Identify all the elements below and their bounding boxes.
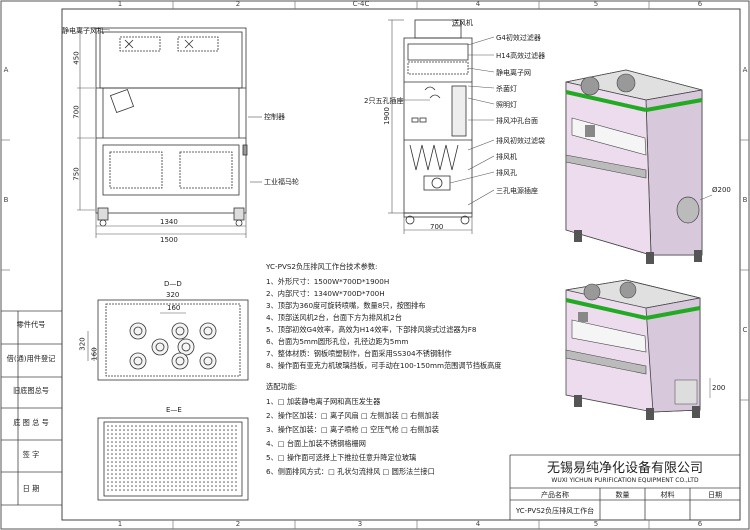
dim-200: 200 bbox=[712, 384, 726, 392]
side-label-borrowed: 借(通)用件登记 bbox=[6, 354, 56, 363]
company-name-cn: 无锡易纯净化设备有限公司 bbox=[546, 461, 703, 476]
callout-uv-lamp: 杀菌灯 bbox=[496, 85, 517, 93]
company-name-en: WUXI YICHUN PURIFICATION EQUIPMENT CO.,L… bbox=[551, 477, 699, 484]
dim-1500: 1500 bbox=[160, 236, 178, 244]
callout-caster: 工业福马轮 bbox=[264, 178, 299, 186]
frame-col-5: 5 bbox=[593, 0, 599, 8]
frame-col-1: 1 bbox=[117, 0, 123, 8]
spec-line: 8、操作面有亚克力机玻璃挡板，可手动在100-150mm范围调节挡板高度 bbox=[266, 361, 502, 370]
callout-outlets: 2只五孔插座 bbox=[364, 97, 404, 105]
side-label-part-code: 零件代号 bbox=[16, 320, 46, 329]
frame-col-3-bottom: 3 bbox=[357, 520, 363, 528]
spec-line: 3、顶部为360度可旋转喷嘴，数量8只，按图排布 bbox=[266, 301, 426, 310]
callout-g4-filter: G4初效过滤器 bbox=[496, 34, 541, 42]
header-material: 材料 bbox=[660, 491, 675, 499]
dim-dd-160-left: 160 bbox=[90, 347, 99, 361]
spec-line: 6、台面为5mm圆形孔位，孔径边距为5mm bbox=[266, 337, 409, 346]
frame-row-b: B bbox=[3, 196, 9, 204]
product-name: YC-PVS2负压排风工作台 bbox=[515, 507, 595, 515]
frame-row-a-right: A bbox=[742, 66, 748, 74]
callout-exhaust-filter-bag: 排风初效过滤袋 bbox=[496, 137, 545, 145]
callout-ion-mesh: 静电离子网 bbox=[496, 69, 531, 77]
frame-col-5-bottom: 5 bbox=[593, 520, 599, 528]
frame-col-6: 6 bbox=[697, 0, 703, 8]
spec-line: 5、顶部初效G4效率，高效为H14效率，下部排风袋式过滤器为F8 bbox=[266, 325, 477, 334]
callout-perforated-table: 排风冲孔台面 bbox=[496, 117, 538, 125]
dim-dd-320-left: 320 bbox=[78, 337, 87, 351]
header-quantity: 数量 bbox=[615, 491, 630, 499]
iso-view-bottom bbox=[565, 279, 711, 420]
front-view bbox=[95, 27, 248, 227]
frame-col-2: 2 bbox=[235, 0, 241, 8]
header-product-name: 产品名称 bbox=[541, 491, 569, 499]
side-label-drawing-no: 底 图 总 号 bbox=[13, 418, 49, 427]
callout-light: 照明灯 bbox=[496, 101, 517, 109]
option-line: 2、操作区加装：□ 离子风扇 □ 左侧加装 □ 右侧加装 bbox=[266, 411, 439, 420]
option-line: 4、□ 台面上加装不锈钢格栅网 bbox=[266, 439, 366, 448]
dim-dia-200: Ø200 bbox=[712, 186, 731, 194]
callout-supply-fan: 送风机 bbox=[452, 19, 473, 27]
callout-ion-fan: 静电离子风机 bbox=[62, 27, 104, 35]
callout-power-socket: 三孔电源插座 bbox=[496, 187, 538, 195]
section-dd bbox=[97, 299, 249, 381]
option-line: 6、侧面排风方式：□ 孔状匀流排风 □ 圆形法兰接口 bbox=[266, 467, 435, 476]
side-view bbox=[403, 19, 473, 225]
spec-line: 2、内部尺寸：1340W*700D*700H bbox=[266, 289, 385, 298]
spec-line: 7、整体材质：钢板喷塑制作，台面采用SS304不锈钢制作 bbox=[266, 349, 452, 358]
dim-1900: 1900 bbox=[382, 107, 391, 125]
callout-exhaust-fan: 排风机 bbox=[496, 153, 517, 161]
frame-row-a: A bbox=[3, 66, 9, 74]
option-line: 3、操作区加装：□ 离子喷枪 □ 空压气枪 □ 右侧加装 bbox=[266, 425, 439, 434]
spec-line: 1、外形尺寸：1500W*700D*1900H bbox=[266, 277, 390, 286]
side-label-date: 日 期 bbox=[22, 484, 40, 493]
spec-line: 4、顶部送风机2台，台面下方为排风机2台 bbox=[266, 313, 402, 322]
dim-750: 750 bbox=[72, 167, 81, 181]
callout-controller: 控制器 bbox=[264, 113, 285, 121]
frame-col-4: 4 bbox=[475, 0, 481, 8]
header-date: 日期 bbox=[708, 491, 722, 499]
section-ee bbox=[97, 417, 249, 501]
option-line: 5、□ 操作面可选择上下推拉任意升降定位玻璃 bbox=[266, 453, 417, 462]
iso-view-top bbox=[565, 69, 713, 264]
options-title: 选配功能: bbox=[266, 382, 298, 391]
dim-700: 700 bbox=[72, 105, 81, 119]
callout-h14-filter: H14高效过滤器 bbox=[496, 52, 546, 60]
side-label-signature: 签 字 bbox=[22, 450, 40, 459]
callout-exhaust-hole: 排风孔 bbox=[496, 169, 517, 177]
dim-dd-160-top: 160 bbox=[167, 304, 181, 312]
section-ee-title: E—E bbox=[166, 406, 182, 414]
frame-center-ref: C-4C bbox=[352, 0, 370, 8]
frame-col-2-bottom: 2 bbox=[235, 520, 241, 528]
frame-col-1-bottom: 1 bbox=[117, 520, 123, 528]
frame-col-6-bottom: 6 bbox=[697, 520, 703, 528]
dim-450: 450 bbox=[72, 51, 81, 65]
option-line: 1、□ 加装静电离子网和高压发生器 bbox=[266, 397, 381, 406]
specs-title: YC-PVS2负压排风工作台技术参数: bbox=[266, 262, 378, 271]
dim-700-side: 700 bbox=[430, 223, 444, 231]
frame-col-4-bottom: 4 bbox=[475, 520, 481, 528]
dim-dd-320-top: 320 bbox=[166, 291, 180, 299]
side-label-old-drawing: 旧底图总号 bbox=[13, 386, 49, 395]
frame-row-b-right: B bbox=[742, 196, 748, 204]
section-dd-title: D—D bbox=[164, 280, 182, 288]
dim-1340: 1340 bbox=[160, 218, 178, 226]
frame-row-c-right: C bbox=[742, 326, 748, 334]
